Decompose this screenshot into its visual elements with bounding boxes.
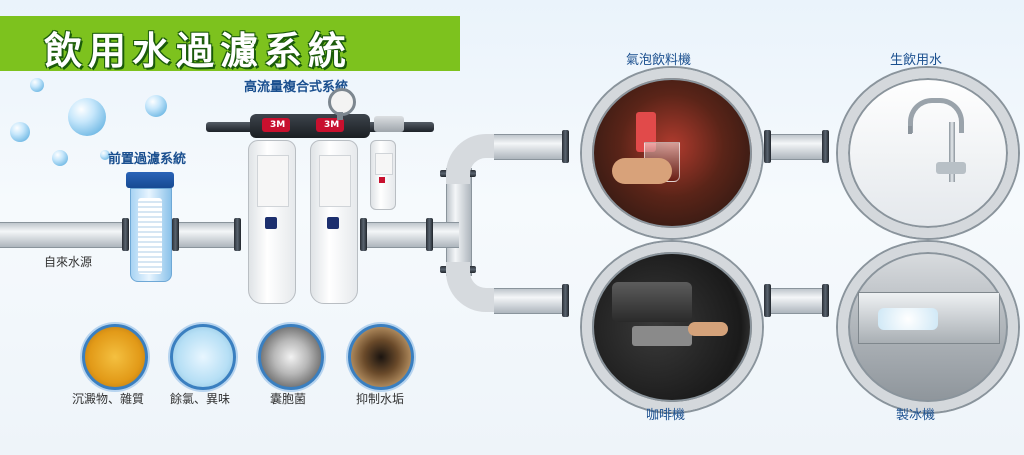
pipe-flange [360, 218, 367, 251]
soda-machine-icon [582, 68, 762, 238]
prefilter-label: 前置過濾系統 [108, 148, 186, 167]
inlet-pipe [0, 222, 124, 248]
output-label: 生飲用水 [890, 49, 942, 68]
output-label: 製冰機 [896, 404, 935, 423]
filter-cartridge [310, 140, 358, 304]
filter-function-label: 餘氯、異味 [170, 390, 230, 407]
filter-function-label: 沉澱物、雜質 [72, 390, 144, 407]
sediment-icon [82, 324, 148, 390]
brand-logo: 3M [270, 120, 285, 130]
water-bubble [30, 78, 44, 92]
output-label: 咖啡機 [646, 404, 685, 423]
water-bubble [10, 122, 30, 142]
bacteria-icon [258, 324, 324, 390]
small-filter-cartridge [370, 140, 396, 210]
scale-icon [348, 324, 414, 390]
faucet-icon [838, 68, 1018, 238]
pipe-flange [426, 218, 433, 251]
pipe-flange [764, 130, 771, 163]
connector-pipe [771, 288, 823, 314]
filter-function-label: 抑制水垢 [356, 390, 404, 407]
water-bubble [68, 98, 106, 136]
filter-cartridge [248, 140, 296, 304]
connector-pipe [179, 222, 235, 248]
ice-machine-icon [838, 242, 1018, 412]
filter-function-label: 囊胞菌 [270, 390, 306, 407]
upper-branch-pipe [494, 134, 562, 160]
pipe-flange [764, 284, 771, 317]
pipe-flange [562, 284, 569, 317]
pipe-flange [234, 218, 241, 251]
pipe-flange [822, 284, 829, 317]
pipe-flange [172, 218, 179, 251]
brand-logo: 3M [324, 120, 339, 130]
junction-pipe [433, 222, 459, 248]
water-bubble [52, 150, 68, 166]
pipe-elbow-top [446, 134, 496, 184]
coffee-machine-icon [582, 242, 762, 412]
pipe-elbow-bottom [446, 262, 496, 312]
lower-branch-pipe [494, 288, 562, 314]
page-title: 飲用水過濾系統 [44, 20, 352, 75]
output-label: 氣泡飲料機 [626, 49, 691, 68]
chlorine-icon [170, 324, 236, 390]
source-label: 自來水源 [44, 253, 92, 270]
outlet-pipe [367, 222, 429, 248]
gauge-stem [337, 112, 343, 120]
connector-pipe [771, 134, 823, 160]
pipe-flange [562, 130, 569, 163]
prefilter-housing [128, 172, 172, 284]
water-bubble [145, 95, 167, 117]
pipe-flange [822, 130, 829, 163]
